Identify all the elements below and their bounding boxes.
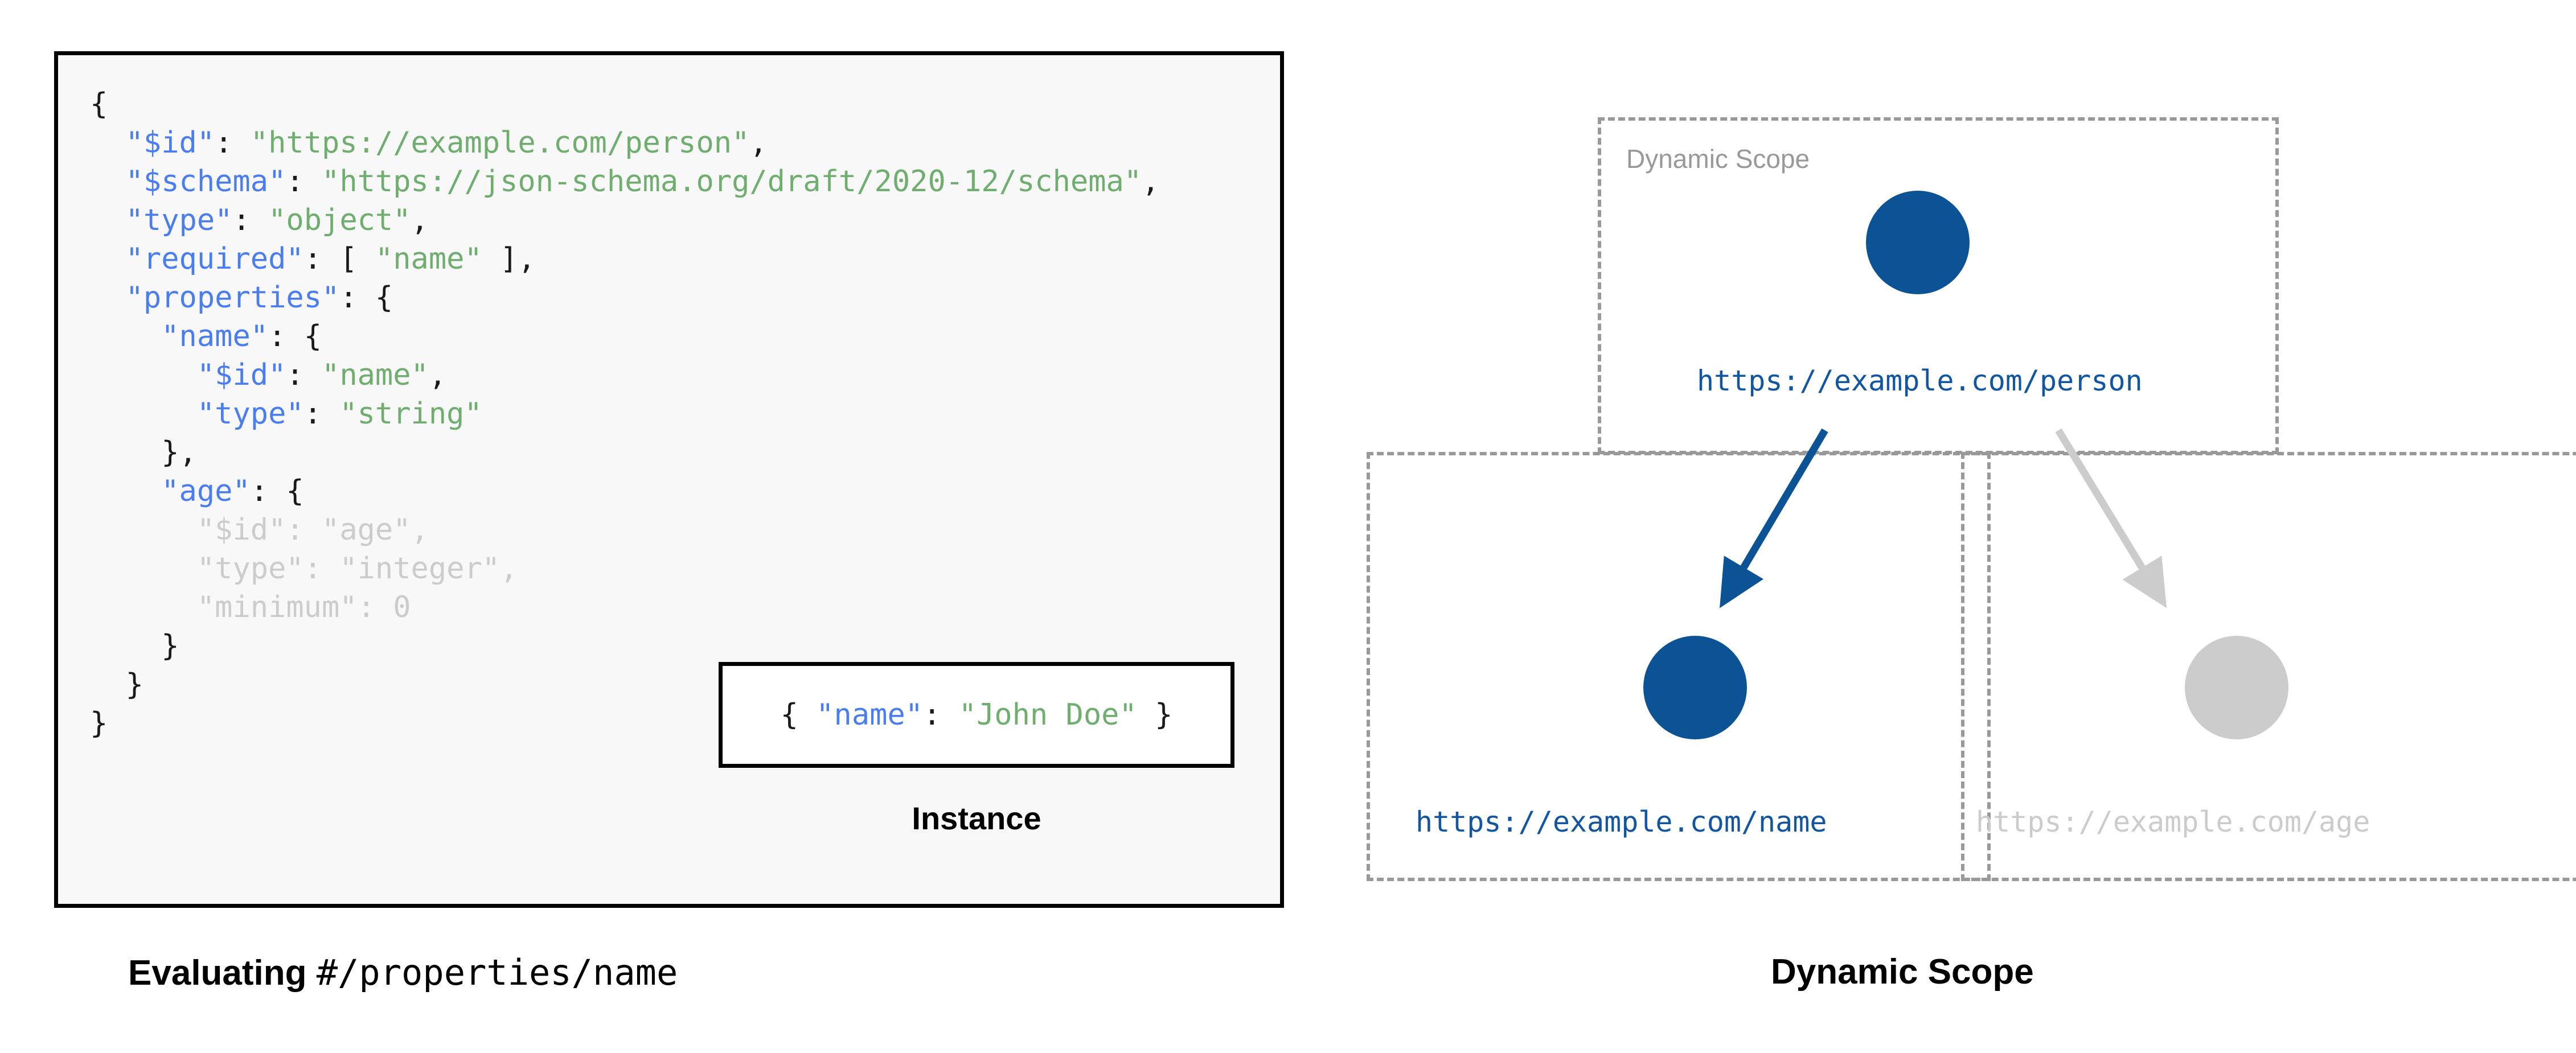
code-line: { [90, 85, 1159, 124]
code-token: : [286, 164, 322, 199]
code-token: , [428, 358, 447, 392]
code-token: } [1137, 698, 1173, 732]
code-token: : [232, 203, 269, 237]
code-line: "$id": "https://example.com/person", [90, 124, 1159, 162]
code-token: "properties" [125, 281, 340, 315]
code-token: "integer" [339, 552, 501, 586]
code-token: : [286, 358, 322, 392]
instance-caption: Instance [912, 800, 1041, 836]
code-line: "$id": "name", [90, 356, 1159, 394]
code-token: , [500, 552, 518, 586]
code-token: "minimum" [196, 590, 358, 624]
code-token: : [923, 698, 959, 732]
code-token: : [286, 513, 322, 547]
code-line: "name": { [90, 317, 1159, 356]
code-token: , [411, 203, 429, 237]
node-circle-name [1643, 636, 1747, 739]
instance-json-code: { "name": "John Doe" } [781, 698, 1173, 732]
code-token: "type" [125, 203, 233, 237]
node-label-name: https://example.com/name [1416, 805, 1827, 838]
code-token: "object" [268, 203, 411, 237]
code-token: "age" [161, 474, 251, 508]
code-token: "$schema" [125, 164, 286, 199]
scope-box-name [1367, 452, 1991, 881]
node-label-age: https://example.com/age [1976, 805, 2370, 838]
code-token: } [161, 629, 179, 663]
scope-box-age [1961, 452, 2576, 881]
code-line: } [90, 627, 1159, 665]
left-figure-caption: Evaluating #/properties/name [128, 952, 678, 993]
code-token: , [411, 513, 429, 547]
code-token: "name" [161, 319, 269, 353]
code-token: : { [250, 474, 304, 508]
code-token: "$id" [125, 126, 215, 160]
schema-json-code: { "$id": "https://example.com/person", "… [90, 85, 1159, 743]
code-token: , [1142, 164, 1160, 199]
code-token: "$id" [196, 513, 286, 547]
node-circle-person [1866, 191, 1970, 294]
code-token: } [125, 668, 143, 702]
code-line: "type": "integer", [90, 549, 1159, 588]
code-line: "$id": "age", [90, 511, 1159, 549]
code-token: : [357, 590, 393, 624]
code-line: "age": { [90, 472, 1159, 511]
code-line: "type": "string" [90, 394, 1159, 433]
code-token: 0 [393, 590, 411, 624]
code-token: "https://json-schema.org/draft/2020-12/s… [322, 164, 1142, 199]
code-token: "https://example.com/person" [250, 126, 750, 160]
left-caption-pointer: #/properties/name [316, 952, 678, 993]
node-label-person: https://example.com/person [1697, 364, 2143, 397]
code-token: "John Doe" [958, 698, 1137, 732]
dynamic-scope-label: Dynamic Scope [1626, 144, 1810, 174]
code-token: "type" [196, 397, 304, 431]
code-line: "required": [ "name" ], [90, 240, 1159, 278]
code-token: : { [268, 319, 322, 353]
node-circle-age [2185, 636, 2288, 739]
code-token: }, [161, 435, 197, 470]
code-token: } [90, 706, 108, 741]
code-line: "type": "object", [90, 201, 1159, 240]
code-token: : [303, 397, 340, 431]
code-token: "age" [322, 513, 411, 547]
code-token: , [749, 126, 768, 160]
code-token: "string" [339, 397, 482, 431]
code-line: "properties": { [90, 278, 1159, 317]
left-caption-prefix: Evaluating [128, 953, 317, 993]
schema-code-panel: { "$id": "https://example.com/person", "… [54, 51, 1284, 908]
code-token: "$id" [196, 358, 286, 392]
code-token: : [215, 126, 251, 160]
code-token: "name" [375, 242, 482, 276]
code-line: "$schema": "https://json-schema.org/draf… [90, 162, 1160, 201]
code-token: "required" [125, 242, 304, 276]
code-token: "name" [322, 358, 429, 392]
code-token: "type" [196, 552, 304, 586]
code-token: { [780, 698, 817, 732]
code-line: "minimum": 0 [90, 588, 1159, 627]
code-token: : [303, 552, 340, 586]
right-figure-caption: Dynamic Scope [1771, 952, 2034, 992]
code-token: ], [482, 242, 536, 276]
code-token: : [ [303, 242, 375, 276]
code-line: }, [90, 433, 1159, 472]
code-token: : { [339, 281, 393, 315]
instance-box: { "name": "John Doe" } [719, 662, 1234, 768]
code-token: "name" [816, 698, 924, 732]
code-token: { [90, 87, 108, 121]
code-line: } [90, 665, 1159, 704]
code-line: } [90, 704, 1159, 743]
